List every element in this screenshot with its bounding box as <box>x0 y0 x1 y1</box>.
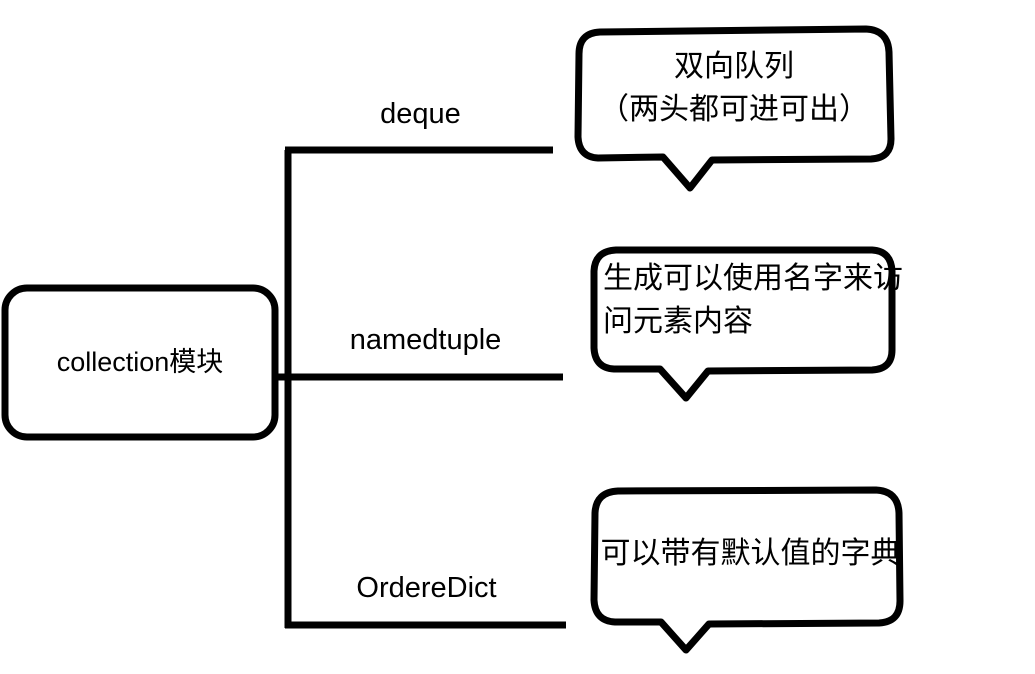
callout-bubble-ordereddict <box>590 486 904 654</box>
callout-bubble-namedtuple <box>590 246 896 402</box>
branch-label-deque: deque <box>380 98 461 130</box>
callout-text-ordereddict-line-1: 可以带有默认值的字典 <box>600 537 901 570</box>
callout-text-namedtuple-line-1: 生成可以使用名字来访 <box>603 262 903 295</box>
callout-text-deque-line-2: （两头都可进可出） <box>599 92 869 126</box>
root-node-label: collection模块 <box>56 346 224 377</box>
root-node-box <box>1 284 279 441</box>
callout-text-deque: 双向队列 （两头都可进可出） <box>580 46 888 131</box>
callout-text-deque-line-1: 双向队列 <box>674 50 794 83</box>
branch-label-ordereddict: OrdereDict <box>356 572 497 604</box>
callout-bubble-deque <box>574 25 895 192</box>
callout-text-namedtuple-line-2: 问元素内容 <box>603 304 753 338</box>
callout-text-namedtuple: 生成可以使用名字来访 问元素内容 <box>603 258 903 343</box>
callout-text-ordereddict: 可以带有默认值的字典 <box>598 533 903 576</box>
branch-label-namedtuple: namedtuple <box>349 324 502 356</box>
